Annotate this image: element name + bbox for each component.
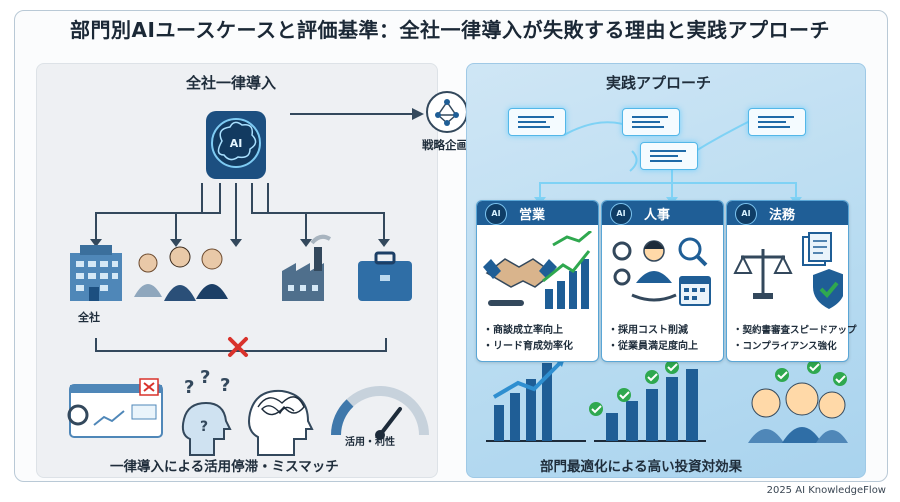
recruiter-icon [612, 237, 711, 306]
right-panel-heading: 実践アプローチ [606, 74, 712, 92]
check-bar-chart-icon [589, 360, 706, 442]
right-panel-graphics [486, 120, 848, 443]
scales-shield-icon [733, 232, 843, 309]
department-bullets: ・商談成立率向上 ・リード育成効率化 [483, 323, 573, 355]
chat-bubble-icon [622, 108, 680, 136]
tangled-head-icon [248, 389, 314, 456]
bullet-item: ・コンプライアンス強化 [733, 341, 837, 352]
strategy-label: 戦略企画 [422, 138, 468, 152]
svg-text:?: ? [200, 367, 210, 388]
department-card-legal[interactable]: AI 法務 ・契約書審査スピードアップ ・コンプライアンス強化 [726, 200, 857, 362]
department-name: 法務 [769, 208, 796, 223]
confused-head-icon: ? ? ? ? [181, 367, 232, 456]
bullet-item: ・リード育成効率化 [483, 341, 573, 352]
svg-text:AI: AI [230, 137, 243, 150]
building-icon [70, 245, 122, 301]
svg-text:?: ? [220, 375, 230, 396]
briefcase-icon [358, 251, 412, 301]
department-name: 営業 [519, 208, 546, 223]
handshake-chart-icon [483, 231, 592, 309]
svg-text:?: ? [200, 419, 208, 435]
card-header: AI 法務 [727, 201, 848, 225]
right-panel-caption: 部門最適化による高い投資対効果 [540, 459, 743, 475]
ai-badge-icon: AI [485, 203, 507, 225]
ai-badge-icon: AI [610, 203, 632, 225]
company-label: 全社 [78, 311, 100, 324]
chat-bubble-icon [640, 142, 698, 170]
svg-text:?: ? [184, 377, 194, 398]
department-bullets: ・契約書審査スピードアップ ・コンプライアンス強化 [733, 323, 857, 355]
cross-icon [228, 337, 248, 357]
page-title: 部門別AIユースケースと評価基準：全社一律導入が失敗する理由と実践アプローチ [70, 18, 830, 42]
ai-badge-icon: AI [735, 203, 757, 225]
factory-icon [282, 234, 332, 301]
dashboard-error-icon [67, 378, 163, 438]
gauge-low-icon [331, 386, 429, 440]
department-card-hr[interactable]: AI 人事 ・採用コスト削減 ・従業員満足度向上 [601, 200, 724, 362]
card-header: AI 人事 [602, 201, 723, 225]
ai-brain-icon: AI [206, 111, 266, 179]
bullet-item: ・従業員満足度向上 [608, 341, 698, 352]
people-icon [134, 246, 228, 301]
footer-credit: 2025 AI KnowledgeFlow [766, 485, 886, 496]
department-card-sales[interactable]: AI 営業 ・商談成立率向上 ・リード育成効率化 [476, 200, 599, 362]
department-name: 人事 [644, 208, 671, 223]
bullet-item: ・商談成立率向上 [483, 325, 563, 336]
left-panel-graphics: AI ? [67, 111, 429, 456]
bullet-item: ・採用コスト削減 [608, 325, 688, 336]
left-arrowheads [90, 239, 390, 247]
chat-bubble-icon [748, 108, 806, 136]
bullet-item: ・契約書審査スピードアップ [733, 325, 857, 336]
happy-people-icon [748, 360, 848, 443]
left-panel-heading: 全社一律導入 [186, 74, 277, 92]
left-connectors [95, 183, 387, 352]
network-nodes-icon [426, 91, 468, 133]
left-panel-caption: 一律導入による活用停滞・ミスマッチ [110, 459, 339, 475]
department-bullets: ・採用コスト削減 ・従業員満足度向上 [608, 323, 698, 355]
growth-chart-icon [486, 355, 586, 442]
card-header: AI 営業 [477, 201, 598, 225]
gauge-label: 活用・利性 [345, 437, 395, 448]
chat-bubble-icon [508, 108, 566, 136]
